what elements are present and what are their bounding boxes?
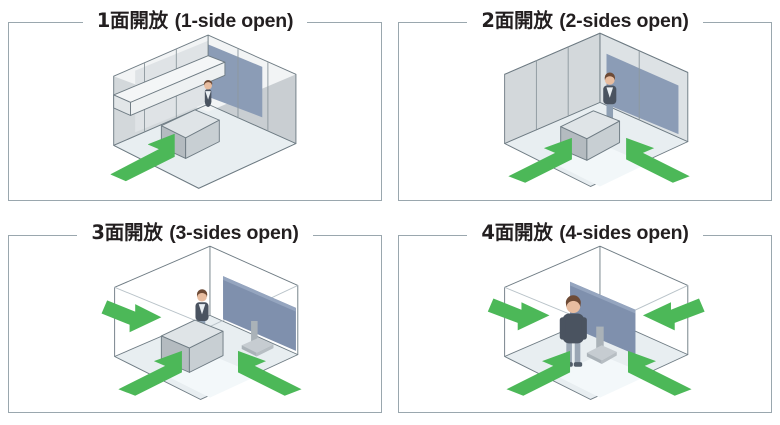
panel-2-sides-open: 2面開放 (2-sides open) xyxy=(390,0,780,213)
booth-illustration-2-sides xyxy=(398,22,772,201)
panel-1-side-open: 1面開放 (1-side open) xyxy=(0,0,390,213)
booth-illustration-1-side xyxy=(8,22,382,201)
booth-illustration-3-sides xyxy=(8,235,382,414)
panel-3-sides-open: 3面開放 (3-sides open) xyxy=(0,213,390,425)
booth-illustration-4-sides xyxy=(398,235,772,414)
panel-4-sides-open: 4面開放 (4-sides open) xyxy=(390,213,780,425)
